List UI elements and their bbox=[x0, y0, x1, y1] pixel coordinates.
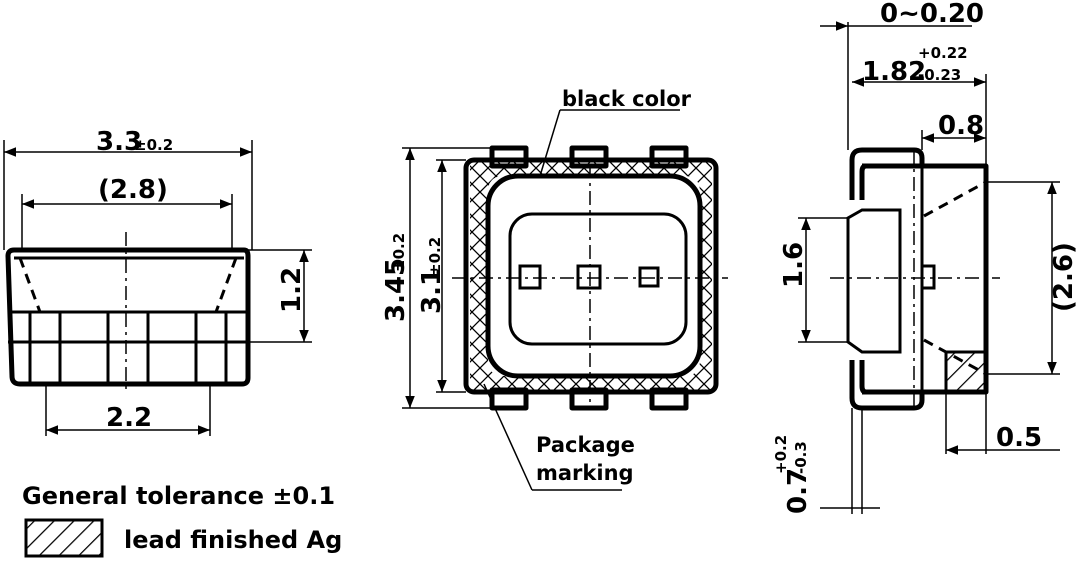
black-color-label: black color bbox=[562, 87, 692, 111]
cavity-inner bbox=[508, 212, 688, 346]
chip-1 bbox=[518, 264, 542, 290]
top-outer-height-label: 3.45 bbox=[381, 258, 411, 322]
front-left-wall bbox=[18, 257, 42, 313]
front-inner-width-label: (2.8) bbox=[98, 175, 168, 205]
front-width-tol: ±0.2 bbox=[134, 136, 173, 154]
side-lead-top bbox=[849, 147, 925, 200]
front-width-label: 3.3 bbox=[96, 127, 142, 157]
top-inner-height-label: 3.1 bbox=[417, 268, 447, 314]
notes: General tolerance ±0.1 lead finished Ag bbox=[22, 482, 342, 558]
side-lead-hatch bbox=[944, 350, 988, 394]
side-lead-bottom bbox=[849, 360, 925, 411]
side-pad bbox=[846, 208, 902, 354]
chip-3 bbox=[638, 266, 660, 288]
front-lead-mid bbox=[106, 310, 150, 386]
side-pad-label: 1.6 bbox=[779, 242, 809, 288]
side-view: 0~0.20 1.82 +0.22 -0.23 0.8 1.6 (2.6) 0.… bbox=[772, 0, 1079, 514]
side-thickness-label: 1.82 bbox=[862, 57, 926, 87]
top-inner-height-tol: ±0.2 bbox=[426, 237, 444, 276]
legend-label: lead finished Ag bbox=[124, 526, 342, 554]
chip-2 bbox=[576, 264, 602, 290]
front-height-label: 1.2 bbox=[277, 267, 307, 313]
package-marking-label-1: Package bbox=[536, 433, 635, 457]
side-foot-tol-plus: +0.2 bbox=[772, 435, 790, 474]
side-chip bbox=[920, 264, 936, 290]
side-foot-label: 0.7 bbox=[783, 468, 813, 514]
side-lead-w-label: 0.5 bbox=[996, 423, 1042, 453]
package-marking-leader bbox=[483, 383, 533, 491]
front-lead-right bbox=[194, 310, 228, 386]
side-body-label: (2.6) bbox=[1049, 242, 1079, 312]
black-frame-region bbox=[470, 162, 712, 392]
top-body-outline bbox=[463, 157, 719, 395]
side-dome-top bbox=[923, 180, 987, 218]
side-thickness-tol-plus: +0.22 bbox=[918, 44, 968, 62]
general-tolerance-note: General tolerance ±0.1 bbox=[22, 482, 335, 510]
cavity-outer bbox=[485, 173, 703, 379]
front-right-wall bbox=[214, 257, 238, 313]
side-standoff-label: 0~0.20 bbox=[880, 0, 984, 29]
top-outer-height-tol: ±0.2 bbox=[390, 233, 408, 272]
front-view: 3.3 ±0.2 (2.8) 1.2 2.2 bbox=[3, 127, 312, 436]
top-view: 3.45 ±0.2 3.1 ±0.2 black color Package m… bbox=[381, 87, 728, 491]
front-body-outline bbox=[5, 247, 251, 387]
legend-hatch-swatch bbox=[24, 518, 104, 558]
side-foot-tol-minus: -0.3 bbox=[792, 441, 810, 474]
side-lead-len-label: 0.8 bbox=[938, 111, 984, 141]
side-body-outline bbox=[862, 163, 989, 395]
front-lead-left bbox=[28, 310, 62, 386]
black-color-leader bbox=[539, 109, 561, 177]
front-span-label: 2.2 bbox=[106, 403, 152, 433]
side-thickness-tol-minus: -0.23 bbox=[918, 66, 961, 84]
package-marking-label-2: marking bbox=[536, 461, 634, 485]
